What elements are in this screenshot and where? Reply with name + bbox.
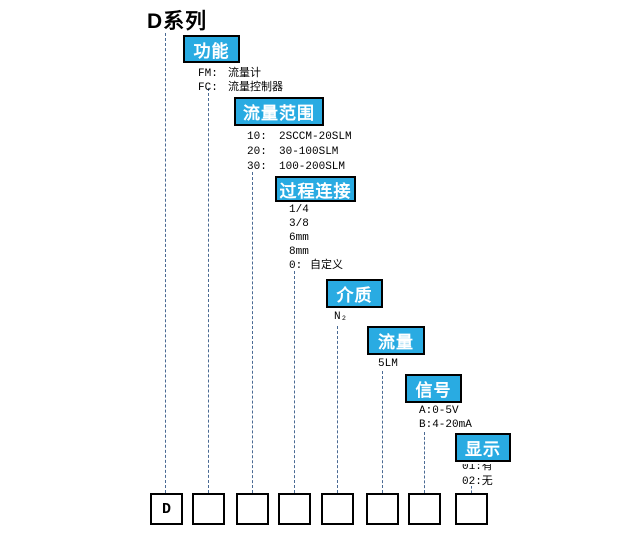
code-box-function bbox=[192, 493, 225, 525]
option-row: A:0-5V bbox=[419, 404, 472, 418]
option-row: 10: 2SCCM-20SLM bbox=[247, 130, 352, 145]
code-box-flow bbox=[366, 493, 399, 525]
option-value: A:0-5V bbox=[419, 405, 459, 417]
option-row: 1/4 bbox=[289, 203, 343, 217]
options-process-connection: 1/4 3/8 6mm 8mm 0: 自定义 bbox=[289, 203, 343, 273]
options-display: 01:有 02:无 bbox=[462, 464, 493, 489]
category-label: 信号 bbox=[415, 381, 452, 400]
connector-line-process-connection bbox=[294, 271, 295, 493]
code-box-series: D bbox=[150, 493, 183, 525]
category-header-flow: 流量 bbox=[367, 326, 425, 355]
category-header-flow-range: 流量范围 bbox=[234, 97, 324, 126]
options-function: FM: 流量计 FC: 流量控制器 bbox=[198, 67, 283, 95]
option-value: 自定义 bbox=[310, 260, 343, 272]
connector-line-flow-range bbox=[252, 172, 253, 493]
option-row: FC: 流量控制器 bbox=[198, 81, 283, 95]
category-label: 介质 bbox=[336, 286, 373, 305]
category-header-process-connection: 过程连接 bbox=[275, 176, 356, 202]
category-label: 显示 bbox=[465, 440, 501, 459]
option-value: 8mm bbox=[289, 246, 309, 258]
options-signal: A:0-5V B:4-20mA bbox=[419, 404, 472, 432]
connector-line-series bbox=[165, 33, 166, 493]
option-value: B:4-20mA bbox=[419, 419, 472, 431]
option-row: 02:无 bbox=[462, 475, 493, 489]
option-value: 01:有 bbox=[462, 464, 493, 473]
option-row: 0: 自定义 bbox=[289, 259, 343, 273]
option-value: 流量控制器 bbox=[228, 82, 283, 94]
options-medium: N₂ bbox=[334, 310, 347, 324]
option-row: B:4-20mA bbox=[419, 418, 472, 432]
option-row: 01:有 bbox=[462, 464, 493, 475]
code-box-process-connection bbox=[278, 493, 311, 525]
category-label: 流量范围 bbox=[243, 104, 315, 123]
option-row: 5LM bbox=[378, 357, 398, 371]
code-box-display bbox=[455, 493, 488, 525]
page-title: D系列 bbox=[147, 10, 208, 33]
options-flow: 5LM bbox=[378, 357, 398, 371]
option-row: 8mm bbox=[289, 245, 343, 259]
connector-line-flow bbox=[382, 371, 383, 493]
option-row: 3/8 bbox=[289, 217, 343, 231]
category-label: 功能 bbox=[193, 41, 230, 61]
option-value: 5LM bbox=[378, 358, 398, 370]
option-row: 30: 100-200SLM bbox=[247, 160, 352, 175]
connector-line-function bbox=[208, 88, 209, 493]
category-header-medium: 介质 bbox=[326, 279, 383, 308]
category-header-display: 显示 bbox=[455, 433, 511, 462]
option-row: FM: 流量计 bbox=[198, 67, 283, 81]
category-label: 流量 bbox=[378, 333, 414, 352]
option-value: 3/8 bbox=[289, 218, 309, 230]
option-key: 20: bbox=[247, 146, 267, 158]
option-row: 6mm bbox=[289, 231, 343, 245]
category-label: 过程连接 bbox=[279, 181, 352, 201]
option-key: FM: bbox=[198, 68, 218, 80]
option-row: 20: 30-100SLM bbox=[247, 145, 352, 160]
option-key: 0: bbox=[289, 260, 303, 272]
options-flow-range: 10: 2SCCM-20SLM 20: 30-100SLM 30: 100-200SL… bbox=[247, 130, 352, 175]
option-key: FC: bbox=[198, 82, 218, 94]
connector-line-signal bbox=[424, 432, 425, 493]
code-box-flow-range bbox=[236, 493, 269, 525]
code-box-signal bbox=[408, 493, 441, 525]
option-key: 30: bbox=[247, 161, 267, 173]
option-value: 100-200SLM bbox=[279, 161, 346, 173]
option-value: 30-100SLM bbox=[279, 146, 339, 158]
code-box-medium bbox=[321, 493, 354, 525]
category-header-function: 功能 bbox=[183, 35, 240, 63]
option-value: 6mm bbox=[289, 232, 309, 244]
connector-line-display bbox=[471, 486, 472, 493]
option-row: N₂ bbox=[334, 310, 347, 324]
option-value: 2SCCM-20SLM bbox=[279, 131, 352, 143]
option-key: 10: bbox=[247, 131, 267, 143]
code-box-value: D bbox=[161, 500, 171, 518]
option-value: N₂ bbox=[334, 311, 348, 323]
category-header-signal: 信号 bbox=[405, 374, 462, 403]
option-value: 1/4 bbox=[289, 204, 309, 216]
option-value: 02:无 bbox=[462, 476, 493, 488]
option-value: 流量计 bbox=[228, 68, 261, 80]
connector-line-medium bbox=[337, 326, 338, 493]
